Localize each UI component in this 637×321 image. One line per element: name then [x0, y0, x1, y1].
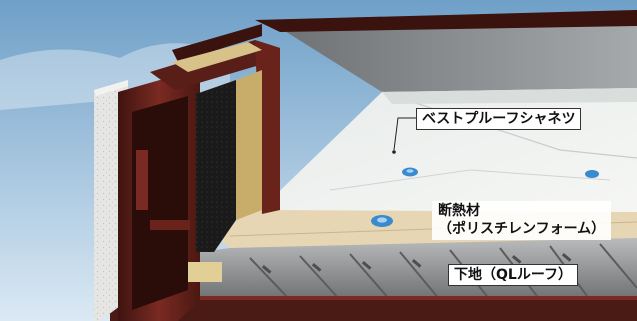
concrete-wall-face	[94, 80, 128, 96]
wood-blocking-top	[172, 42, 262, 72]
label-deck-ql-roof: 下地（QLルーフ）	[448, 264, 578, 286]
label-text-line1: 断熱材	[438, 203, 480, 219]
wood-blocking-bottom	[188, 262, 222, 282]
label-text-line2: （ポリスチレンフォーム）	[438, 221, 606, 237]
back-wall-top-coping	[255, 10, 637, 32]
membrane-upturn	[382, 88, 637, 104]
wood-blocking-side	[236, 70, 262, 220]
parapet-top-flashing	[172, 24, 262, 62]
deck-slots	[261, 253, 572, 274]
bottom-beam-highlight	[110, 296, 637, 300]
parapet-foam-insulation	[196, 80, 236, 252]
label-insulation: 断熱材 （ポリスチレンフォーム）	[432, 201, 612, 240]
steel-bracket	[150, 220, 190, 230]
label-best-proof-membrane: ベストプルーフシャネツ	[416, 108, 582, 130]
label-text: ベストプルーフシャネツ	[422, 111, 576, 127]
parapet-inner-cavity	[132, 96, 188, 310]
fastener-disc	[402, 167, 418, 177]
fastener-disc	[585, 170, 599, 178]
leader-dot-membrane	[392, 150, 396, 154]
fastener-disc	[371, 215, 393, 227]
leader-line-membrane	[393, 117, 416, 151]
membrane-seam	[329, 169, 611, 191]
steel-bracket	[136, 150, 148, 210]
back-wall-panel	[280, 24, 637, 92]
label-text: 下地（QLルーフ）	[454, 267, 572, 283]
